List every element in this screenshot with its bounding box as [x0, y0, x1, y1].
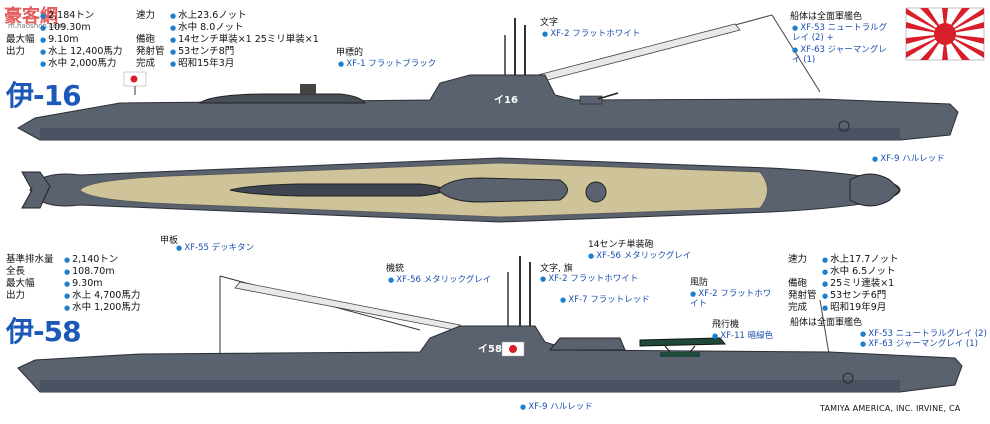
i58-callout-code-red: XF-7 フラットレッド [560, 295, 649, 305]
i58-callout-code-windshield: XF-2 フラットホワイト [690, 289, 772, 309]
i58-callout-code-text: XF-2 フラットホワイト [540, 274, 638, 284]
watermark-url: m.haoshop.com [8, 22, 65, 30]
i16-callout-label-midget: 甲標的 [336, 48, 364, 58]
i16-top-view [21, 157, 901, 223]
i16-callout-label-gun: 14センチ単装砲 [588, 240, 654, 250]
credit: TAMIYA AMERICA, INC. IRVINE, CA [820, 404, 961, 413]
i16-callout-code-text: XF-2 フラットホワイト [542, 29, 640, 39]
i58-spec-left: 基準排水量●2,140トン 全長●108.70m 最大幅●9.30m 出力●水上… [6, 254, 141, 313]
i58-callout-code-hull-2: XF-63 ジャーマングレイ (1) [860, 339, 978, 349]
i16-spec-right: 速力●水上23.6ノット ●水中 8.0ノット 備砲●14センチ単装×1 25ミ… [136, 10, 319, 69]
i58-title: 伊-58 [6, 315, 82, 348]
rising-sun-flag-icon [905, 7, 985, 61]
i58-callout-label-windshield: 風防 [690, 278, 709, 288]
i16-callout-code-gun: XF-56 メタリックグレイ [588, 251, 691, 261]
i16-callout-code-midget: XF-1 フラットブラック [338, 59, 436, 69]
i58-spec-right: 速力●水上17.7ノット ●水中 6.5ノット 備砲●25ミリ連装×1 発射管●… [788, 254, 899, 313]
i58-callout-code-hull-1: XF-53 ニュートラルグレイ (2) + [860, 329, 990, 339]
i16-side-view: イ16 [16, 14, 959, 141]
i58-callout-label-mg: 機銃 [386, 264, 405, 274]
i58-callout-code-mg: XF-56 メタリックグレイ [388, 275, 491, 285]
i16-callout-label-deck: 甲板 [160, 236, 179, 246]
i16-callout-label-hull: 船体は全面軍艦色 [790, 12, 863, 22]
i58-callout-label-hull: 船体は全面軍艦色 [790, 318, 863, 328]
i16-callout-code-hull-1: XF-53 ニュートラルグレイ (2) + [792, 23, 892, 43]
i16-callout-code-bottom: XF-9 ハルレッド [872, 154, 944, 164]
i58-callout-code-bottom: XF-9 ハルレッド [520, 402, 592, 412]
i16-callout-label-text: 文字 [540, 18, 559, 28]
i16-callout-code-hull-2: XF-63 ジャーマングレイ (1) [792, 45, 892, 65]
watermark-logo: 豪客網 [4, 6, 58, 27]
i58-hull-number: イ58 [478, 343, 502, 355]
i58-callout-label-plane: 飛行機 [712, 320, 740, 330]
i16-title: 伊-16 [6, 79, 82, 112]
i16-spec-left: ●2,184トン ●109.30m 最大幅●9.10m 出力●水上 12,400… [6, 10, 123, 69]
i58-callout-code-plane: XF-11 暗緑色 [712, 331, 773, 341]
i58-callout-label-text: 文字, 旗 [540, 264, 573, 274]
i58-side-view: イ58 [17, 256, 963, 393]
i16-callout-code-deck: XF-55 デッキタン [176, 243, 254, 253]
i16-hull-number: イ16 [494, 94, 518, 106]
